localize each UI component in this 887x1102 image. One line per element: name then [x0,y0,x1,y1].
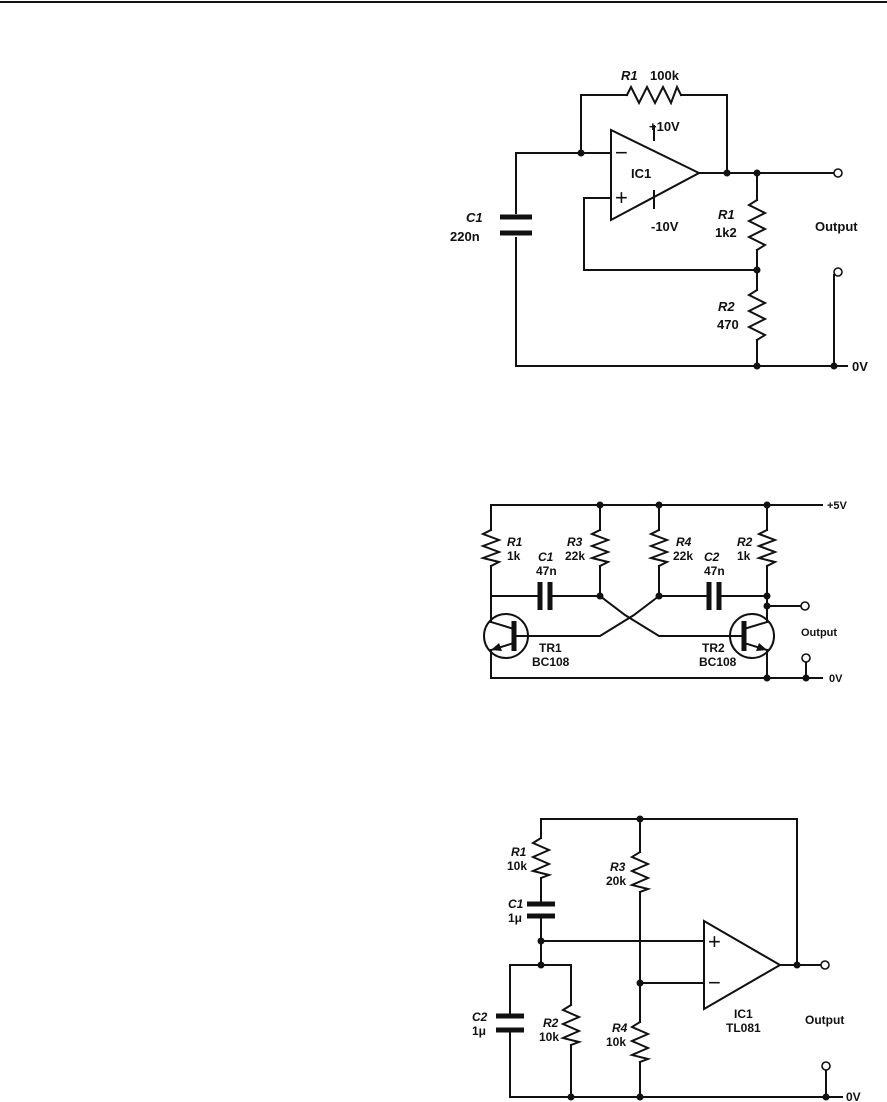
opamp-supply-positive: +10V [649,119,680,134]
feedback-resistor-symbol [625,84,683,106]
output-terminal [820,960,830,970]
r2-value: 10k [539,1030,559,1044]
ground-label: 0V [852,359,868,374]
r4-name: R4 [676,535,692,549]
r4-value: 10k [606,1035,626,1049]
r3-value: 22k [565,549,585,563]
opamp-inverting-sign: − [708,970,721,995]
r3-value: 20k [606,874,626,888]
r1-name: R1 [511,845,527,859]
r4-name: R4 [612,1021,628,1035]
tr2-name: TR2 [702,641,725,655]
c1-name: C1 [508,897,524,911]
r2-name: R2 [737,535,753,549]
divider-bottom-name: R2 [718,299,735,314]
r1-value: 1k [507,549,521,563]
circuit-2-capacitors [537,582,722,610]
opamp-noninverting-sign: + [708,929,721,954]
r2-symbol [559,1003,583,1047]
c2-name: C2 [472,1010,488,1024]
opamp-noninverting-sign: + [615,185,628,210]
transistor-tr2-symbol [729,613,775,659]
junction-dots [577,149,838,370]
divider-bottom-value: 470 [717,317,739,332]
output-terminal [833,168,843,178]
tr1-name: TR1 [539,641,562,655]
r1-name: R1 [507,535,523,549]
opamp-name: IC1 [734,1007,753,1021]
opamp-supply-negative: -10V [651,219,679,234]
opamp-triangle [703,919,782,1011]
output-terminal [800,601,810,611]
circuit-2-resistors [479,528,778,568]
c1-value: 47n [536,564,557,578]
circuit-1-wires [515,94,835,367]
output-return-terminal [821,1061,831,1071]
supply-label: +5V [827,500,848,512]
c2-value: 47n [704,564,725,578]
output-label: Output [815,219,858,234]
divider-top-name: R1 [718,207,735,222]
circuit-1-opamp-oscillator: R1 100k +10V -10V IC1 − + C1 220n R1 1k2… [450,68,868,374]
output-label: Output [801,627,837,639]
r3-name: R3 [610,860,626,874]
divider-top-resistor-symbol [746,198,768,252]
feedback-resistor-name: R1 [621,68,638,83]
r2-name: R2 [543,1016,559,1030]
r4-symbol [628,1020,652,1064]
opamp-inverting-sign: − [615,140,628,165]
r1-value: 10k [507,859,527,873]
output-return-terminal [833,267,843,277]
divider-top-value: 1k2 [715,225,737,240]
tr2-part: BC108 [699,655,737,669]
c2-value: 1μ [472,1024,486,1038]
opamp-name: IC1 [631,166,651,181]
r3-name: R3 [567,535,583,549]
output-label: Output [805,1013,844,1027]
junction-dots [596,501,810,682]
tr1-part: BC108 [532,655,570,669]
r2-value: 1k [737,549,751,563]
c1-name: C1 [538,550,554,564]
transistor-tr1-symbol [483,613,529,659]
c1-value: 1μ [508,911,522,925]
opamp-triangle [610,128,702,222]
r4-value: 22k [673,549,693,563]
r1-symbol [529,836,553,880]
divider-bottom-resistor-symbol [746,288,768,342]
output-return-terminal [801,653,811,663]
feedback-resistor-value: 100k [650,68,680,83]
circuit-3-wires [509,818,843,1098]
ground-label: 0V [846,1090,861,1102]
circuit-3-wien-bridge-oscillator: R1 10k C1 1μ R3 20k C2 1μ R2 10k R4 10k … [472,815,861,1102]
ground-label: 0V [829,673,843,685]
circuit-2-astable-multivibrator: +5V R1 1k C1 47n R3 22k R4 22k C2 47n R2… [479,500,848,685]
capacitor-name: C1 [466,210,483,225]
r3-symbol [628,850,652,894]
opamp-part: TL081 [726,1021,761,1035]
c2-name: C2 [704,550,720,564]
capacitor-value: 220n [450,229,480,244]
junction-dots [537,815,830,1101]
